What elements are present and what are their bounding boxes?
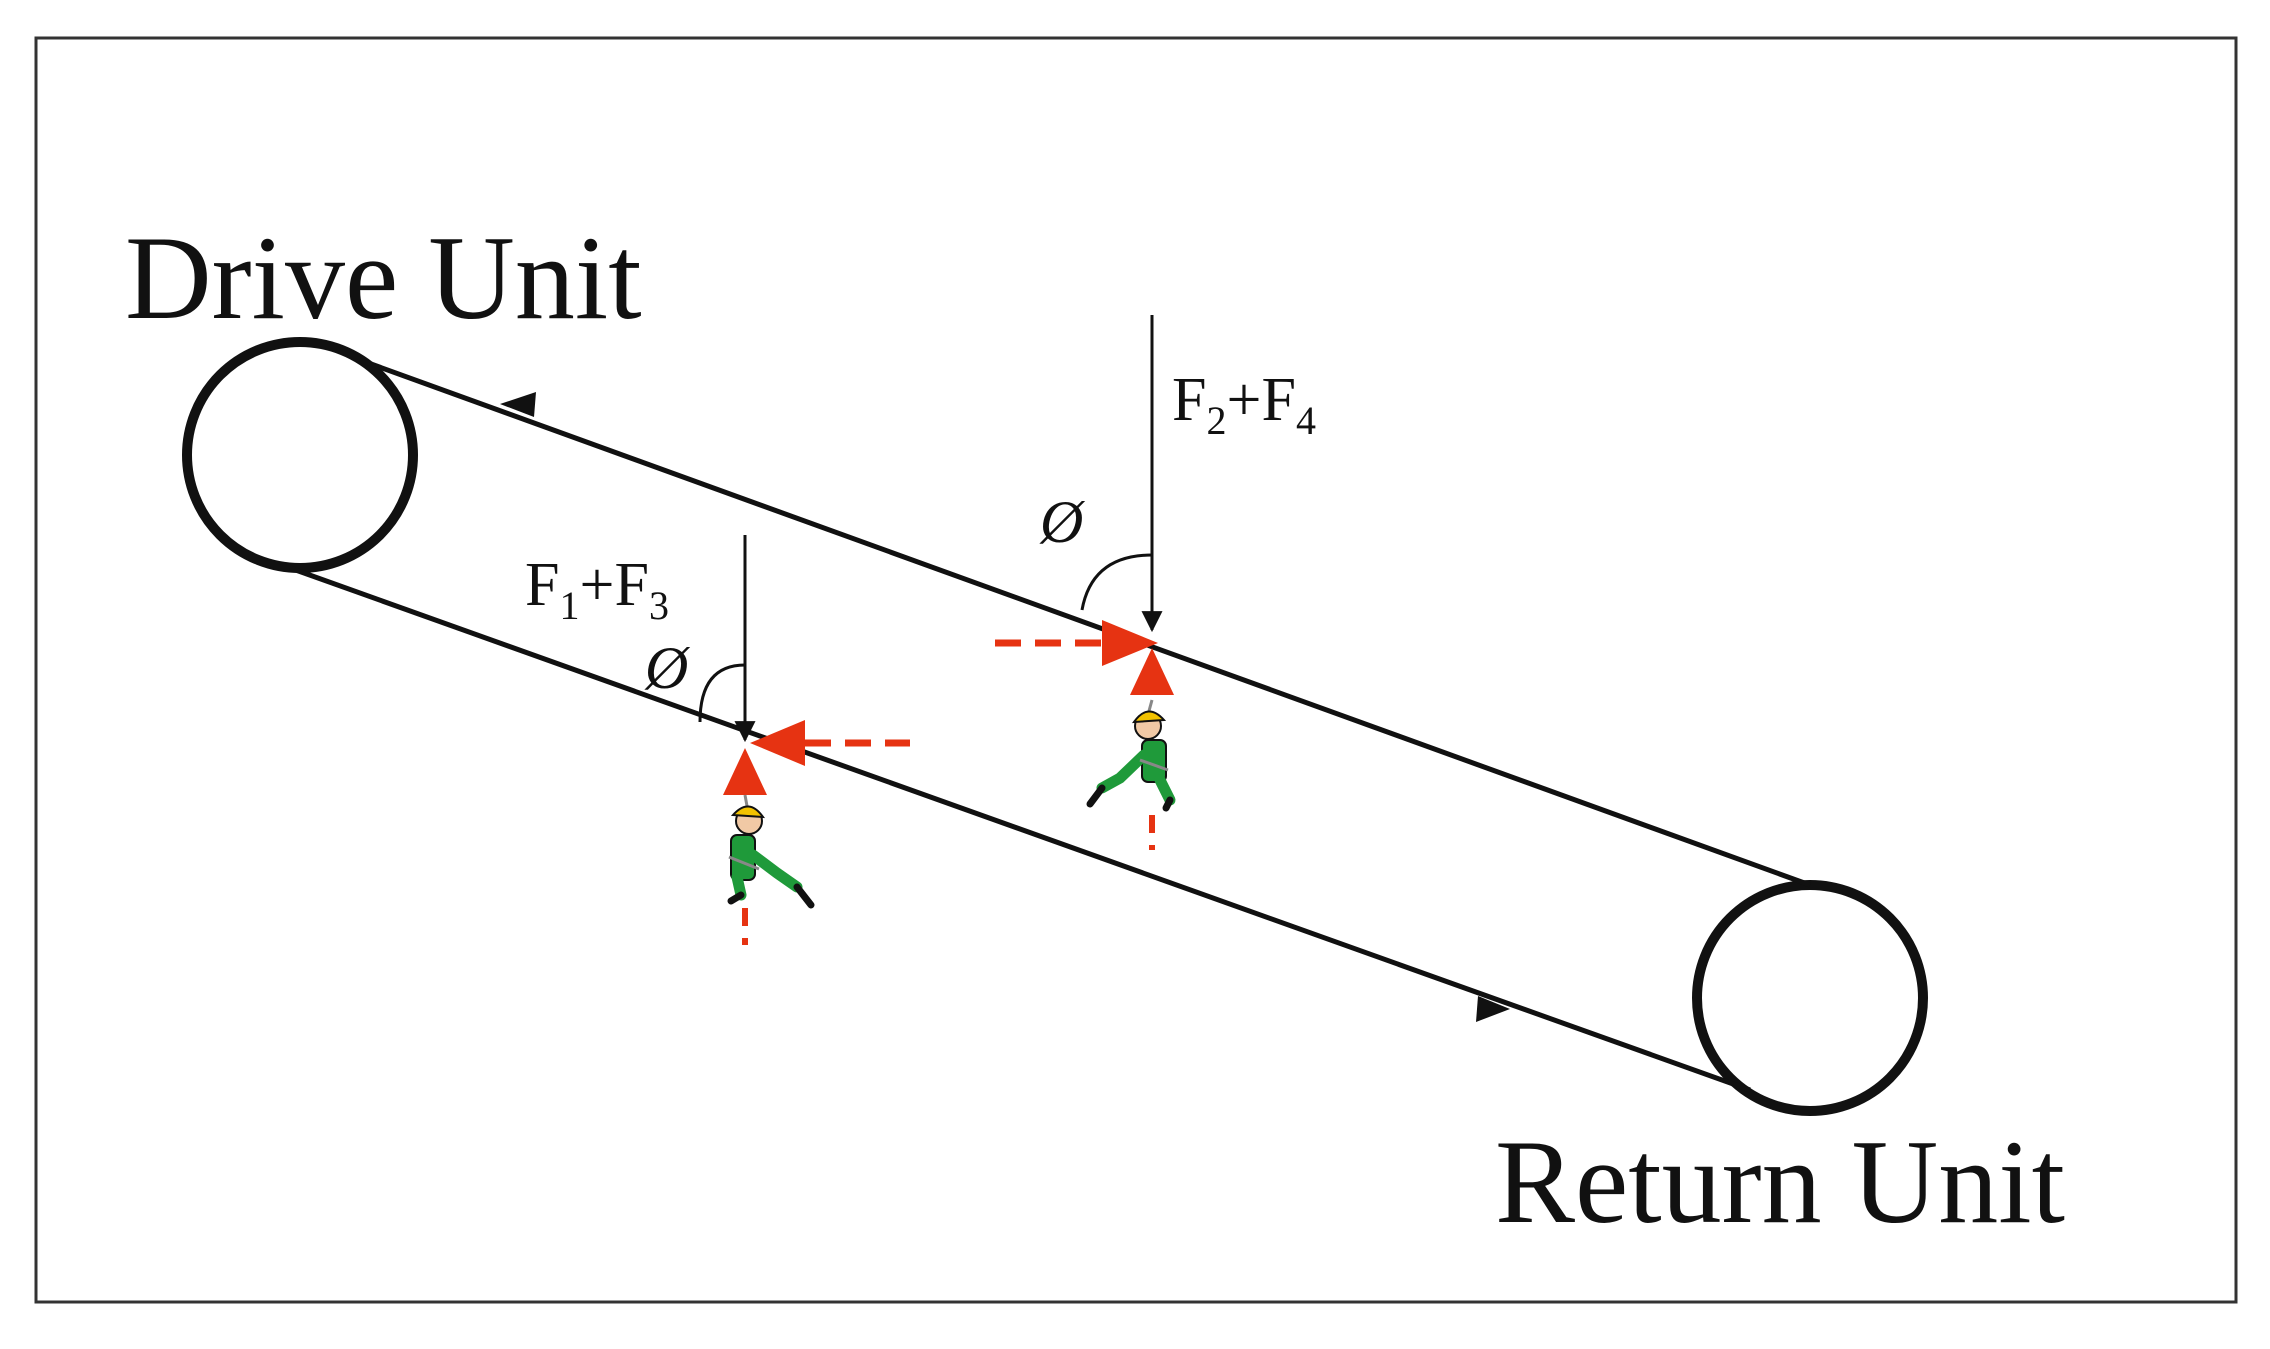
drive-unit-pulley	[182, 337, 418, 573]
upper-horizontal-triangle-icon	[1102, 620, 1158, 666]
upper-belt-strand	[359, 357, 1811, 888]
lower-vertical-triangle-icon	[723, 748, 767, 795]
worker-figure-icon	[1086, 699, 1176, 812]
lower-angle-arc	[698, 663, 746, 723]
upper-angle-arc	[1080, 553, 1153, 611]
upper-force-label: F2+F4	[1172, 366, 1316, 443]
figure-frame	[34, 36, 2238, 1304]
worker-figure-icon	[727, 794, 815, 909]
lower-force-system: F1+F3 Ø	[525, 535, 910, 945]
lower-angle-symbol: Ø	[644, 635, 691, 701]
return-unit-label: Return Unit	[1495, 1115, 2065, 1248]
return-unit-pulley	[1692, 880, 1928, 1116]
lower-belt-direction-arrow	[1476, 996, 1510, 1022]
lower-belt-strand	[289, 565, 1751, 1093]
upper-force-system: F2+F4 Ø	[995, 315, 1316, 850]
lower-force-label: F1+F3	[525, 551, 669, 628]
drive-unit-label: Drive Unit	[125, 211, 642, 344]
lower-horizontal-triangle-icon	[750, 720, 805, 766]
upper-angle-symbol: Ø	[1039, 489, 1086, 555]
upper-belt-direction-arrow	[500, 392, 536, 417]
upper-vertical-triangle-icon	[1130, 648, 1174, 695]
